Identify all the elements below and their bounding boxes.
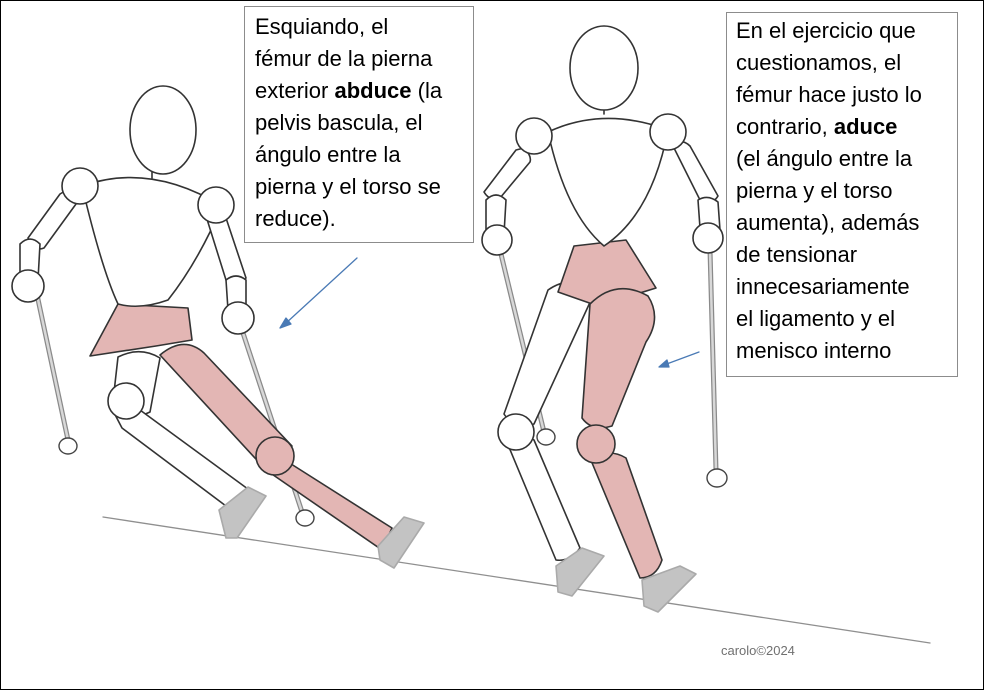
right-front-thigh xyxy=(581,287,656,429)
arrow-left xyxy=(279,257,358,329)
right-note-line-5: (el ángulo entre la xyxy=(736,146,913,171)
right-note-line-6: pierna y el torso xyxy=(736,178,893,203)
term-aduce: aduce xyxy=(833,114,898,139)
right-hand-a xyxy=(481,224,513,256)
right-note-line-3: fémur hace justo lo xyxy=(736,82,922,107)
right-upper-arm-a xyxy=(483,147,532,200)
right-note-line-2: cuestionamos, el xyxy=(736,50,902,75)
right-note-line-8: de tensionar xyxy=(736,242,858,267)
right-back-boot xyxy=(555,547,605,597)
slope-line xyxy=(102,516,931,644)
left-pelvis xyxy=(89,303,193,357)
left-note-line-2: fémur de la pierna xyxy=(255,46,433,71)
left-front-shin xyxy=(265,461,393,551)
left-front-knee xyxy=(255,436,295,476)
right-shoulder-b xyxy=(649,113,687,151)
left-hand-a xyxy=(11,269,45,303)
right-note-line-4-pre: contrario, xyxy=(736,114,834,139)
skier-right xyxy=(481,25,728,613)
right-hand-b xyxy=(692,222,724,254)
left-torso xyxy=(81,176,223,308)
left-front-boot xyxy=(377,516,425,569)
credit-text: carolo©2024 xyxy=(721,643,795,658)
left-shoulder-b xyxy=(197,186,235,224)
left-note-line-3-pre: exterior xyxy=(255,78,335,103)
right-torso xyxy=(547,117,669,247)
right-note-line-7: aumenta), además xyxy=(736,210,920,235)
ski-pole-right-b xyxy=(706,247,728,488)
ski-pole-left-a xyxy=(33,287,78,455)
left-shoulder-a xyxy=(61,167,99,205)
left-note-line-5: ángulo entre la xyxy=(255,142,401,167)
left-note-line-6: pierna y el torso se xyxy=(255,174,441,199)
left-note-box: Esquiando, el fémur de la pierna exterio… xyxy=(244,6,474,243)
right-back-thigh xyxy=(503,281,593,427)
term-abduce: abduce xyxy=(334,78,412,103)
right-note-line-9: innecesariamente xyxy=(736,274,910,299)
left-note-line-3: exterior abduce (la xyxy=(255,75,463,107)
right-shoulder-a xyxy=(515,117,553,155)
left-back-boot xyxy=(218,486,267,539)
right-back-knee xyxy=(497,413,535,451)
arrow-right xyxy=(658,351,700,368)
left-note-line-1: Esquiando, el xyxy=(255,14,389,39)
right-note-line-1: En el ejercicio que xyxy=(736,18,916,43)
left-note-line-3-post: (la xyxy=(411,78,443,103)
left-hand-b xyxy=(221,301,255,335)
right-note-line-11: menisco interno xyxy=(736,338,892,363)
left-head xyxy=(129,85,197,175)
right-note-line-4: contrario, aduce xyxy=(736,111,948,143)
right-front-knee xyxy=(576,424,616,464)
right-note-line-10: el ligamento y el xyxy=(736,306,895,331)
left-back-knee xyxy=(107,382,145,420)
skier-left xyxy=(11,85,425,569)
right-upper-arm-b xyxy=(671,140,719,204)
left-note-line-7: reduce). xyxy=(255,206,336,231)
right-note-box: En el ejercicio que cuestionamos, el fém… xyxy=(726,12,958,377)
right-head xyxy=(569,25,639,111)
right-front-boot xyxy=(641,565,697,613)
left-note-line-4: pelvis bascula, el xyxy=(255,110,423,135)
right-back-shin xyxy=(505,434,581,562)
